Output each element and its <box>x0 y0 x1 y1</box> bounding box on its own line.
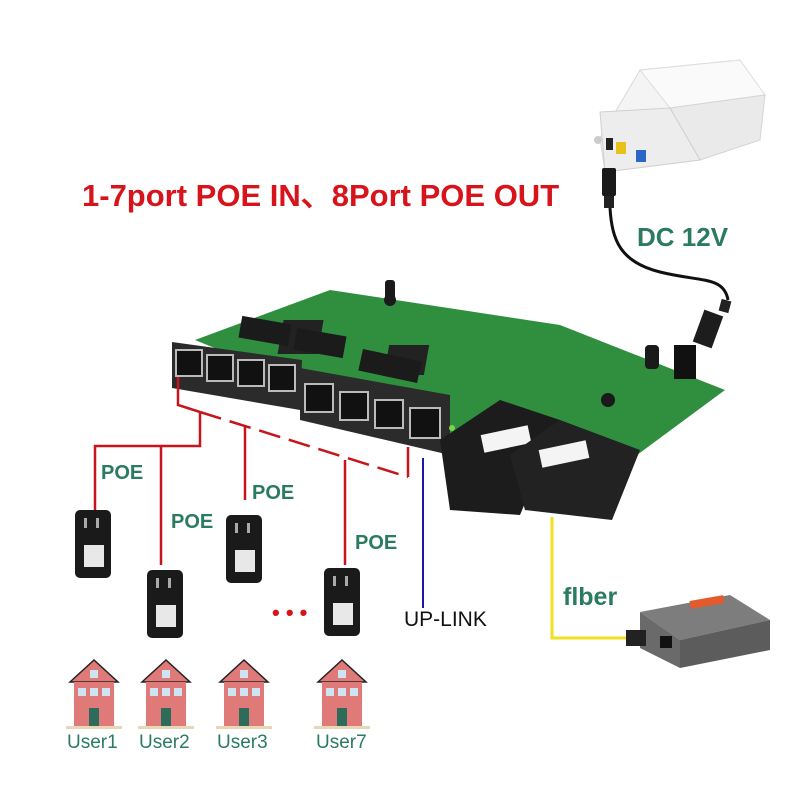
poe-label-7: POE <box>355 532 398 554</box>
media-converter-icon <box>626 595 770 668</box>
onu-router-icon <box>594 59 766 173</box>
ellipsis-indicator: • • • <box>272 600 308 625</box>
rj45-port-block-right <box>300 368 455 455</box>
poe-label-2: POE <box>171 511 214 533</box>
user-label-7: User7 <box>316 732 367 753</box>
house-icon-user7 <box>314 658 370 729</box>
uplink-label: UP-LINK <box>404 608 487 631</box>
poe-adapter-1 <box>75 510 111 578</box>
poe-label-1: POE <box>101 462 144 484</box>
fiber-module-2 <box>510 420 640 520</box>
fiber-line <box>550 517 628 640</box>
dc-power-label: DC 12V <box>637 222 729 252</box>
house-icon-user3 <box>216 658 272 729</box>
poe-adapter-2 <box>147 570 183 638</box>
diagram-title: 1-7port POE IN、8Port POE OUT <box>82 178 560 213</box>
house-icon-user1 <box>66 658 122 729</box>
user-label-1: User1 <box>67 732 118 753</box>
poe-adapter-3 <box>226 515 262 583</box>
user-label-3: User3 <box>217 732 268 753</box>
poe-label-3: POE <box>252 482 295 504</box>
user-label-2: User2 <box>139 732 190 753</box>
rj45-port-block-left <box>172 342 302 410</box>
dc-power-cable <box>602 168 732 349</box>
house-icon-user2 <box>138 658 194 729</box>
poe-adapter-7 <box>324 568 360 636</box>
poe-lines <box>93 377 410 565</box>
fiber-label: flber <box>563 583 618 611</box>
